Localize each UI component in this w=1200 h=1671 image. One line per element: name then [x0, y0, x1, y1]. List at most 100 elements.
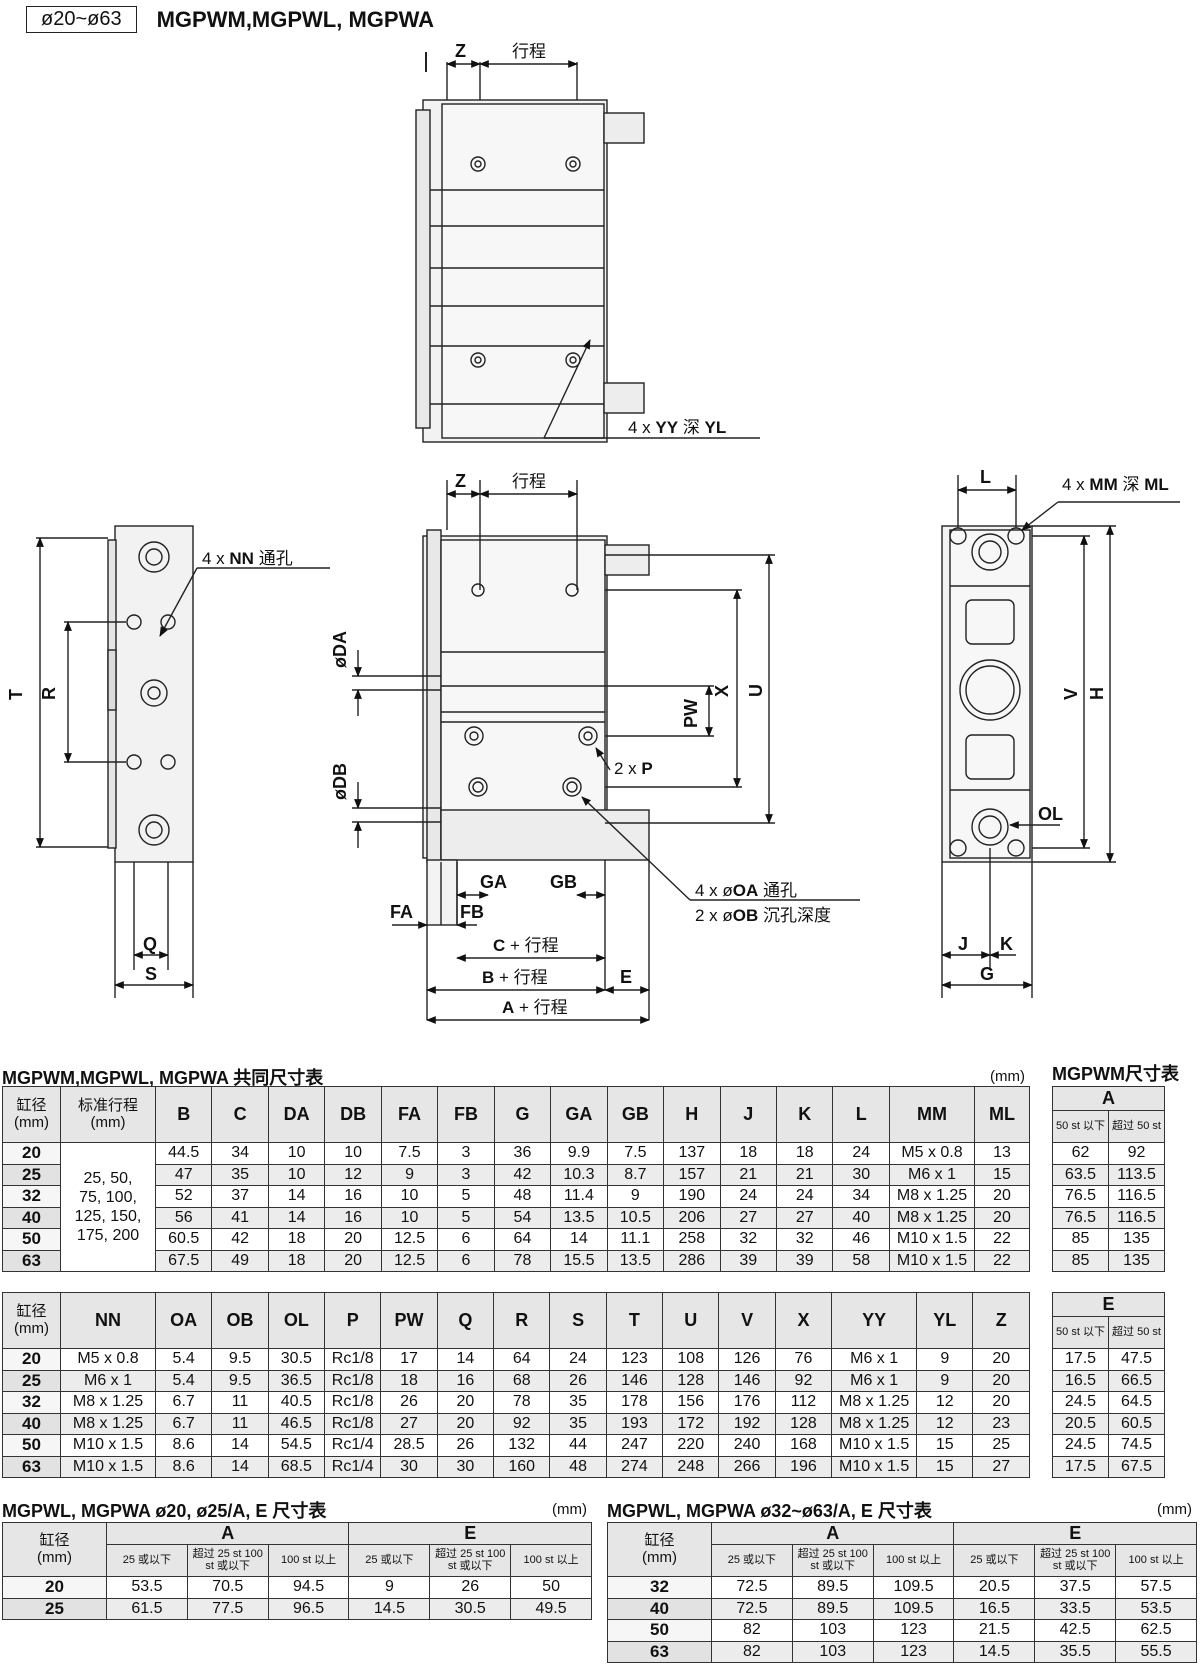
table-cell: 24: [832, 1142, 890, 1165]
table-cell: 7.5: [606, 1142, 665, 1165]
right-g-label: G: [980, 964, 994, 984]
table-cell: 27: [972, 1455, 1030, 1478]
bore-cell: 50: [2, 1228, 61, 1251]
table-cell: 112: [774, 1391, 833, 1414]
table-cell: 60.5: [1107, 1412, 1166, 1435]
table-cell: 77.5: [186, 1597, 269, 1620]
col-header-j: J: [719, 1086, 777, 1143]
table-cell: 8.7: [606, 1163, 665, 1186]
col-header-x: X: [774, 1292, 833, 1349]
table-cell: 26: [549, 1369, 607, 1392]
table-cell: 11: [211, 1412, 269, 1435]
table-cell: 35.5: [1034, 1640, 1117, 1663]
table-cell: 49.5: [510, 1597, 592, 1620]
table-cell: 21: [719, 1163, 777, 1186]
bore-cell: 50: [607, 1619, 712, 1642]
small-e-header: E: [348, 1522, 592, 1545]
table-cell: 40.5: [267, 1391, 326, 1414]
page-title: MGPWM,MGPWL, MGPWA: [156, 6, 435, 32]
table-cell: M10 x 1.5: [889, 1249, 975, 1272]
table-cell: Rc1/4: [324, 1455, 382, 1478]
table-cell: 15: [916, 1434, 974, 1457]
table-cell: M5 x 0.8: [60, 1348, 156, 1371]
front-pw-label: PW: [681, 699, 701, 728]
table-cell: M6 x 1: [831, 1369, 918, 1392]
col-header-yl: YL: [916, 1292, 974, 1349]
front-gb-label: GB: [550, 872, 577, 892]
table-cell: 21: [775, 1163, 834, 1186]
col-header-u: U: [662, 1292, 720, 1349]
table-cell: 47.5: [1107, 1348, 1166, 1371]
bore-cell: 25: [2, 1369, 61, 1392]
table-cell: M8 x 1.25: [831, 1391, 918, 1414]
col-header-gb: GB: [606, 1086, 665, 1143]
sub-header: 超过 25 st 100 st 或以下: [1034, 1544, 1117, 1577]
table-cell: 15: [974, 1163, 1030, 1186]
table-cell: 64.5: [1107, 1391, 1166, 1414]
small-a-header: A: [105, 1522, 350, 1545]
table-cell: 22: [974, 1228, 1030, 1251]
table-cell: 35: [211, 1163, 269, 1186]
stroke-header: 标准行程(mm): [60, 1086, 156, 1143]
table-cell: 9: [916, 1348, 974, 1371]
col-header-mm: MM: [889, 1086, 975, 1143]
table-cell: 24: [775, 1185, 834, 1208]
table-cell: 96.5: [267, 1597, 350, 1620]
table-cell: 34: [832, 1185, 890, 1208]
table-cell: 8.6: [154, 1434, 213, 1457]
table-cell: 76.5: [1052, 1185, 1109, 1208]
table-cell: 57.5: [1115, 1576, 1197, 1599]
sub-header: 100 st 以上: [510, 1544, 592, 1577]
stroke-value: 25, 50,: [83, 1169, 133, 1187]
sub-header: 超过 25 st 100 st 或以下: [791, 1544, 874, 1577]
table-cell: 30: [832, 1163, 890, 1186]
table-cell: 46.5: [267, 1412, 326, 1435]
table-cell: 37: [211, 1185, 269, 1208]
table-cell: 72.5: [711, 1576, 793, 1599]
table-cell: 3: [437, 1142, 495, 1165]
table-cell: 26: [380, 1391, 438, 1414]
left-t-label: T: [6, 689, 26, 700]
bore-cell: 32: [607, 1576, 712, 1599]
right-mm-callout: 4 x MM 深 ML: [1062, 475, 1169, 494]
table-cell: 11.1: [606, 1228, 665, 1251]
table-cell: Rc1/4: [324, 1434, 382, 1457]
table-cell: 85: [1052, 1249, 1109, 1272]
col-header-oa: OA: [154, 1292, 213, 1349]
table-cell: 14: [550, 1228, 608, 1251]
table-cell: 44.5: [154, 1142, 213, 1165]
table-cell: M10 x 1.5: [60, 1434, 156, 1457]
stroke-value: 125, 150,: [74, 1208, 142, 1225]
table-cell: 34: [211, 1142, 269, 1165]
col-header-ga: GA: [550, 1086, 608, 1143]
sub-header: 25 或以下: [106, 1544, 188, 1577]
table-cell: 89.5: [791, 1597, 874, 1620]
technical-drawing: Z 行程 4 x YY 深 YL T R Q S 4 x NN 通孔: [6, 41, 1180, 1024]
small-table-unit: (mm): [552, 1501, 587, 1518]
front-x-label: X: [712, 685, 732, 697]
table-cell: 196: [774, 1455, 833, 1478]
col-header-l: L: [832, 1086, 890, 1143]
table-cell: 58: [832, 1249, 890, 1272]
bore-cell: 32: [2, 1185, 61, 1208]
table-cell: 10.3: [550, 1163, 608, 1186]
top-view: [415, 52, 760, 443]
table-cell: 15: [916, 1455, 974, 1478]
table-cell: 128: [774, 1412, 833, 1435]
table-cell: 20: [974, 1185, 1030, 1208]
table-cell: 266: [718, 1455, 776, 1478]
table-cell: 14: [211, 1455, 269, 1478]
table-cell: Rc1/8: [324, 1391, 382, 1414]
front-ga-label: GA: [480, 872, 507, 892]
front-da-label: øDA: [330, 631, 350, 668]
sub-header: 100 st 以上: [872, 1544, 955, 1577]
